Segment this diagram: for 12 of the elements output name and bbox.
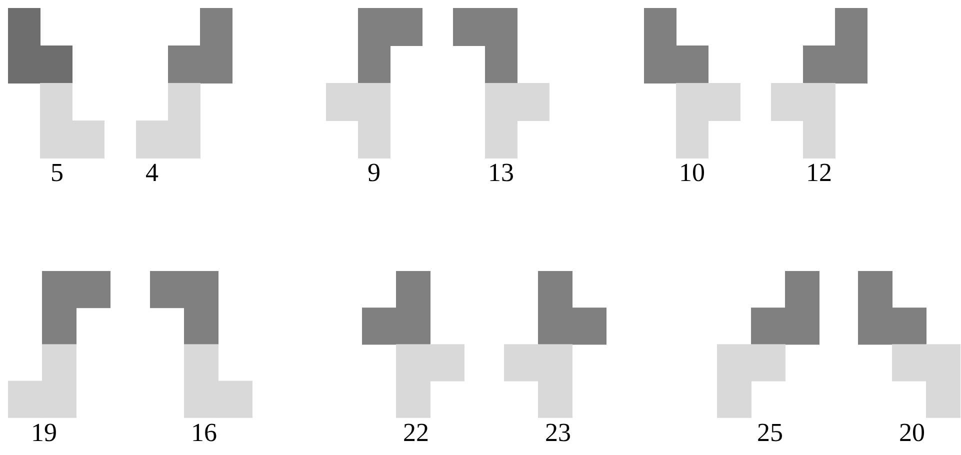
shape-number: 5 bbox=[50, 160, 64, 186]
shape-number: 20 bbox=[899, 420, 925, 446]
shape-number: 25 bbox=[757, 420, 783, 446]
shape-number: 23 bbox=[545, 420, 571, 446]
shape-number: 10 bbox=[679, 160, 705, 186]
shape-number: 16 bbox=[191, 420, 217, 446]
shape-number: 9 bbox=[368, 160, 380, 186]
shape-number: 19 bbox=[31, 420, 57, 446]
shape-number: 4 bbox=[146, 160, 158, 186]
shape-number: 22 bbox=[403, 420, 429, 446]
shape-number: 12 bbox=[806, 160, 832, 186]
shape-number: 13 bbox=[488, 160, 514, 186]
